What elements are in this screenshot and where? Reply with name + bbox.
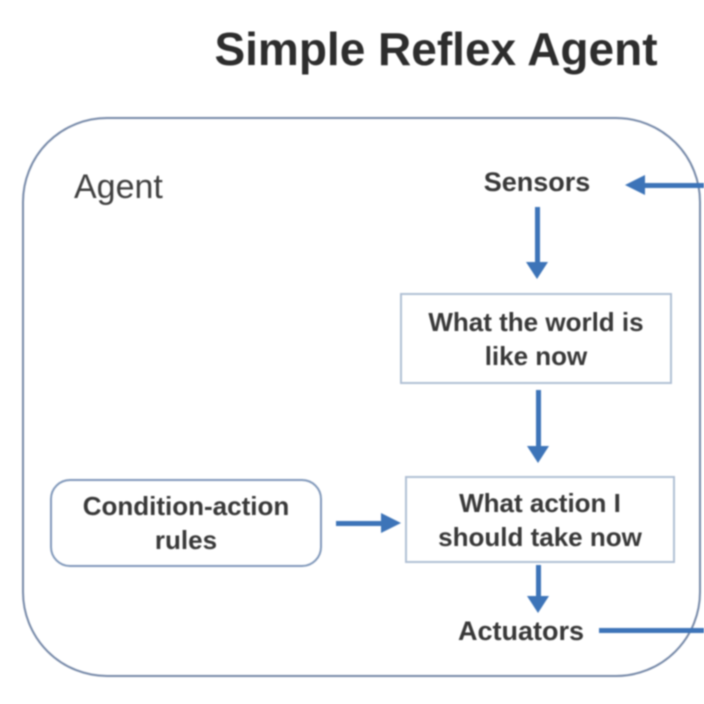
agent-boundary-box bbox=[22, 117, 701, 677]
arrow-down-icon bbox=[535, 207, 540, 263]
condition-action-rules-box: Condition-action rules bbox=[50, 479, 322, 567]
rules-line2: rules bbox=[154, 525, 218, 555]
rules-line1: Condition-action bbox=[82, 491, 290, 521]
agent-label: Agent bbox=[74, 168, 163, 206]
arrow-right-icon bbox=[336, 521, 382, 526]
arrow-down-head-icon bbox=[527, 596, 549, 613]
action-line2: should take now bbox=[438, 521, 642, 552]
arrow-right-head-icon bbox=[381, 513, 401, 533]
world-state-line2: like now bbox=[484, 340, 588, 371]
arrow-down-head-icon bbox=[527, 446, 549, 463]
arrow-down-icon bbox=[536, 565, 541, 597]
world-state-line1: What the world is bbox=[428, 306, 644, 337]
arrow-left-icon bbox=[640, 183, 704, 188]
arrow-down-head-icon bbox=[526, 262, 548, 279]
world-state-box: What the world is like now bbox=[400, 293, 672, 384]
line-right-icon bbox=[599, 628, 704, 633]
actuators-label: Actuators bbox=[457, 616, 585, 646]
diagram-title: Simple Reflex Agent bbox=[214, 23, 658, 75]
action-line1: What action I bbox=[459, 487, 621, 518]
arrow-down-icon bbox=[536, 390, 541, 447]
sensors-label: Sensors bbox=[483, 167, 591, 197]
arrow-left-head-icon bbox=[625, 175, 645, 195]
action-selection-box: What action I should take now bbox=[405, 476, 675, 563]
